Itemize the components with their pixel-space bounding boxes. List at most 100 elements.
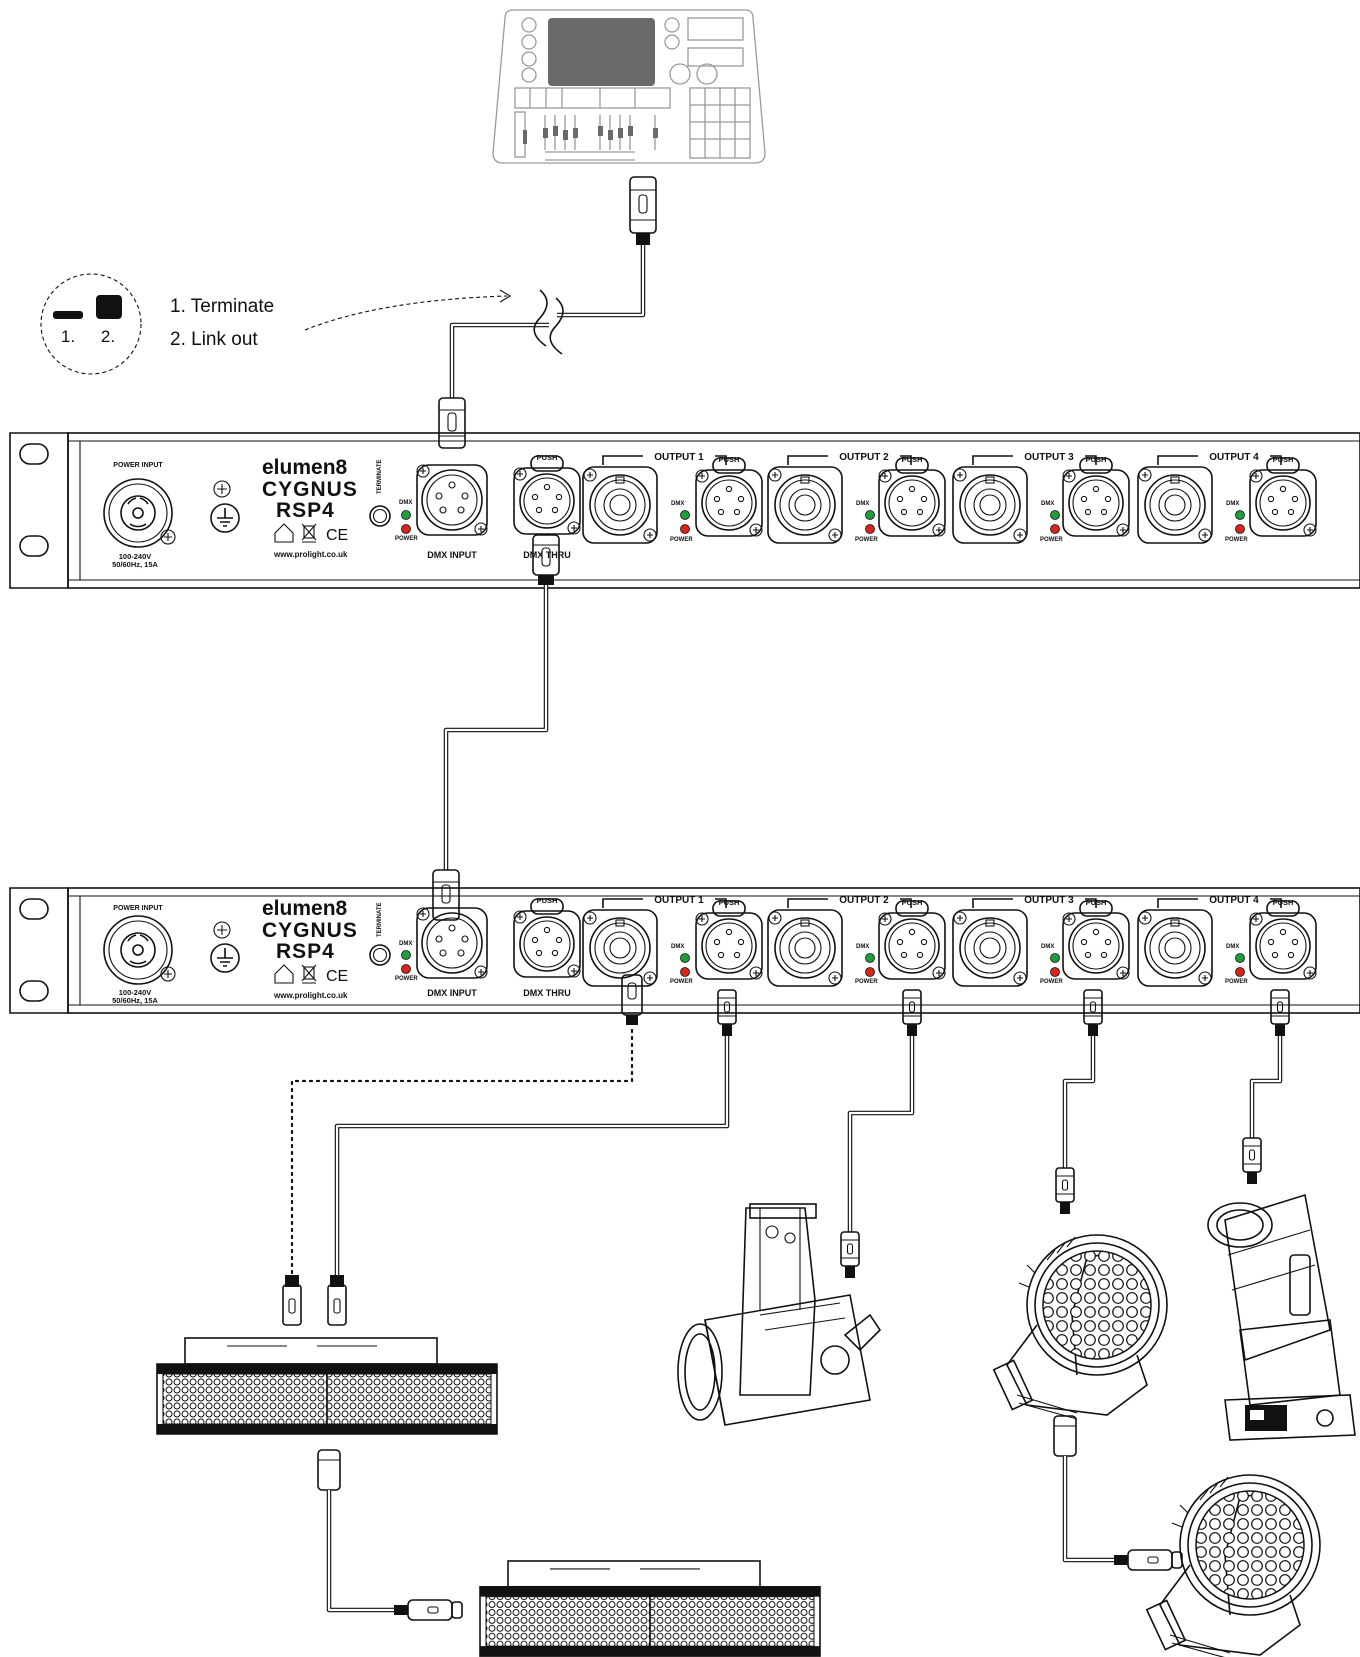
indoor-use-icon [275, 965, 293, 983]
submodel-name: RSP4 [276, 499, 335, 522]
status-leds-icon [866, 511, 875, 534]
status-leds-icon [1236, 954, 1245, 977]
push-label: PUSH [537, 896, 558, 905]
dmx-input-port[interactable] [417, 908, 487, 978]
ethercon-port-2[interactable] [768, 910, 842, 986]
xlr-output-port-4[interactable] [1250, 901, 1316, 979]
rack-hole-icon [20, 444, 48, 464]
xlr-output-port-3[interactable] [1063, 458, 1129, 536]
termination-legend: 1. 2. 1. Terminate 2. Link out [41, 274, 510, 374]
output-1-group: OUTPUT 1 DMX POWER PUSH [583, 895, 762, 986]
push-label: PUSH [719, 898, 740, 907]
xlr-output-port-2[interactable] [879, 458, 945, 536]
dmx-led-label: DMX [399, 500, 412, 506]
ethercon-port-1[interactable] [583, 910, 657, 986]
cable-thru-to-unit-2-input [446, 585, 546, 870]
push-label: PUSH [902, 455, 923, 464]
xlr-output-port-4[interactable] [1250, 458, 1316, 536]
ce-mark: CE [326, 968, 348, 985]
status-leds-icon [1051, 511, 1060, 534]
cable-console-to-dmx-input [452, 245, 643, 398]
output-3-group: OUTPUT 3 DMX POWER PUSH [953, 452, 1129, 543]
xlr-output-port-1[interactable] [696, 901, 762, 979]
output-1-label: OUTPUT 1 [654, 895, 704, 906]
indoor-use-icon [275, 524, 293, 542]
output-2-group: OUTPUT 2 DMX POWER PUSH [768, 895, 945, 986]
dmx-led-label: DMX [671, 501, 684, 507]
push-label: PUSH [1273, 898, 1294, 907]
terminate-label: TERMINATE [377, 459, 383, 494]
ethercon-port-4[interactable] [1138, 467, 1212, 543]
xlr-output-port-3[interactable] [1063, 901, 1129, 979]
dmx-thru-port[interactable] [514, 456, 580, 534]
par-fixture-1 [994, 1168, 1182, 1570]
status-leds-icon [1236, 511, 1245, 534]
output-2-group: OUTPUT 2 DMX POWER PUSH [768, 452, 945, 543]
xlr-plug-icon [533, 535, 559, 585]
push-label: PUSH [719, 455, 740, 464]
output-4-group: OUTPUT 4 DMX POWER PUSH [1138, 895, 1316, 986]
ethercon-port-3[interactable] [953, 910, 1027, 986]
led-bar-fixture-1 [157, 1275, 497, 1434]
ce-mark: CE [326, 527, 348, 544]
ethercon-dotted-link [292, 1030, 632, 1275]
cable-output-2 [850, 1036, 912, 1232]
output-2-label: OUTPUT 2 [839, 895, 889, 906]
push-label: PUSH [537, 453, 558, 462]
output-2-label: OUTPUT 2 [839, 452, 889, 463]
ethercon-port-1[interactable] [583, 467, 657, 543]
dmx-led-label: DMX [1226, 501, 1239, 507]
output-3-label: OUTPUT 3 [1024, 452, 1074, 463]
ethercon-port-3[interactable] [953, 467, 1027, 543]
push-label: PUSH [1273, 455, 1294, 464]
output-3-label: OUTPUT 3 [1024, 895, 1074, 906]
weee-bin-icon [302, 965, 316, 983]
console-xlr-plug-icon [630, 177, 656, 245]
ethercon-port-4[interactable] [1138, 910, 1212, 986]
xlr-plug-icon [622, 975, 642, 1025]
model-name: CYGNUS [262, 919, 358, 942]
brand-name: elumen8 [262, 456, 348, 479]
power-led-label: POWER [1225, 537, 1248, 543]
dmx-thru-label: DMX THRU [523, 988, 571, 998]
link-out-state-icon [96, 295, 122, 319]
cable-output-4 [1252, 1036, 1280, 1138]
power-input-label: POWER INPUT [113, 462, 163, 469]
power-led-label: POWER [1040, 979, 1063, 985]
brand-name: elumen8 [262, 897, 348, 920]
output-4-label: OUTPUT 4 [1209, 895, 1259, 906]
push-label: PUSH [1086, 455, 1107, 464]
power-led-label: POWER [670, 537, 693, 543]
moving-head-fixture [1208, 1138, 1355, 1440]
dmx-led-label: DMX [1041, 501, 1054, 507]
cable-output-3 [1065, 1036, 1093, 1168]
dmx-led-label: DMX [1041, 944, 1054, 950]
power-led-label: POWER [855, 979, 878, 985]
power-inlet-icon [104, 479, 175, 547]
legend-item2-num: 2. [101, 327, 115, 346]
ethercon-port-2[interactable] [768, 467, 842, 543]
xlr-output-port-1[interactable] [696, 458, 762, 536]
power-led-label: POWER [395, 976, 418, 982]
power-led-label: POWER [855, 537, 878, 543]
dmx-input-port[interactable] [417, 465, 487, 535]
xlr-output-port-2[interactable] [879, 901, 945, 979]
rack-hole-icon [20, 899, 48, 919]
freq-label: 50/60Hz, 15A [112, 996, 158, 1005]
ground-icon [211, 504, 239, 532]
dmx-input-label: DMX INPUT [427, 988, 477, 998]
output-1-label: OUTPUT 1 [654, 452, 704, 463]
dmx-led-label: DMX [671, 944, 684, 950]
splitter-unit-2: POWER INPUT 100-240V 50/60Hz, 15A elumen… [10, 888, 1360, 1013]
submodel-name: RSP4 [276, 940, 335, 963]
output-4-group: OUTPUT 4 DMX POWER PUSH [1138, 452, 1316, 543]
terminate-label: TERMINATE [377, 902, 383, 937]
output-4-label: OUTPUT 4 [1209, 452, 1259, 463]
power-led-label: POWER [670, 979, 693, 985]
legend-terminate: 1. Terminate [170, 296, 274, 317]
profile-spot-fixture [678, 1204, 880, 1425]
weee-bin-icon [302, 524, 316, 542]
dmx-thru-port[interactable] [514, 899, 580, 977]
rack-hole-icon [20, 536, 48, 556]
